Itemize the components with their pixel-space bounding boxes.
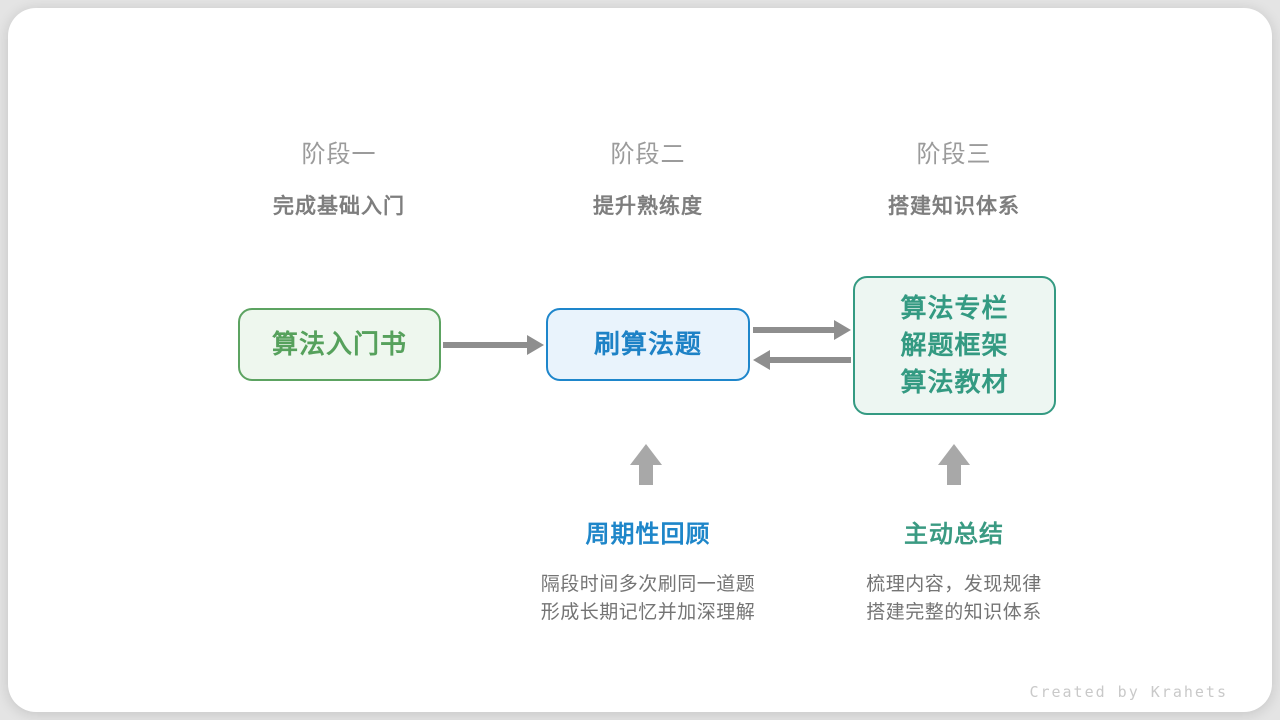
stage-2-header: 阶段二 提升熟练度 [528,134,768,220]
annotation-periodic-review-title: 周期性回顾 [585,521,711,548]
stage-3-subtitle: 搭建知识体系 [888,195,1020,218]
arrow-shaft [443,342,530,348]
annotation-active-summary-desc: 梳理内容，发现规律 搭建完整的知识体系 [804,571,1104,627]
stage-3-label: 阶段三 [916,141,992,168]
annotation-periodic-review-desc: 隔段时间多次刷同一道题 形成长期记忆并加深理解 [498,571,798,627]
node-intro-book-label: 算法入门书 [271,329,407,359]
node-knowledge-system-line-2: 解题框架 [900,330,1009,360]
node-knowledge-system: 算法专栏 解题框架 算法教材 [853,276,1056,415]
up-arrow-stem [639,465,653,485]
annotation-active-summary-desc-line-2: 搭建完整的知识体系 [866,602,1042,623]
annotation-periodic-review-desc-line-1: 隔段时间多次刷同一道题 [540,574,756,595]
up-arrow-icon [630,444,662,485]
stage-1-label: 阶段一 [301,141,377,168]
up-arrow-stem [947,465,961,485]
arrow-shaft [753,327,837,333]
arrow-right-icon [443,335,544,355]
node-knowledge-system-line-3: 算法教材 [900,367,1009,397]
up-arrow-triangle [938,444,970,465]
stage-2-subtitle: 提升熟练度 [593,195,703,218]
arrow-left-icon [753,350,851,370]
arrow-shaft [767,357,851,363]
stage-2-label: 阶段二 [610,141,686,168]
arrow-right-icon [753,320,851,340]
diagram-card: 阶段一 完成基础入门 阶段二 提升熟练度 阶段三 搭建知识体系 算法入门书 刷算… [8,8,1272,712]
up-arrow-icon [938,444,970,485]
node-practice-problems: 刷算法题 [546,308,750,381]
up-arrow-triangle [630,444,662,465]
node-intro-book: 算法入门书 [238,308,441,381]
node-knowledge-system-line-1: 算法专栏 [900,293,1009,323]
stage-3-header: 阶段三 搭建知识体系 [834,134,1074,220]
stage-1-header: 阶段一 完成基础入门 [219,134,459,220]
arrow-head [753,350,770,370]
annotation-periodic-review: 周期性回顾 隔段时间多次刷同一道题 形成长期记忆并加深理解 [498,514,798,627]
arrow-head [834,320,851,340]
node-practice-problems-label: 刷算法题 [593,329,702,359]
credit-text: Created by Krahets [1029,683,1228,701]
annotation-active-summary-desc-line-1: 梳理内容，发现规律 [866,574,1042,595]
annotation-periodic-review-desc-line-2: 形成长期记忆并加深理解 [540,602,756,623]
stage-1-subtitle: 完成基础入门 [273,195,405,218]
arrow-head [527,335,544,355]
annotation-active-summary: 主动总结 梳理内容，发现规律 搭建完整的知识体系 [804,514,1104,627]
annotation-active-summary-title: 主动总结 [904,521,1004,548]
